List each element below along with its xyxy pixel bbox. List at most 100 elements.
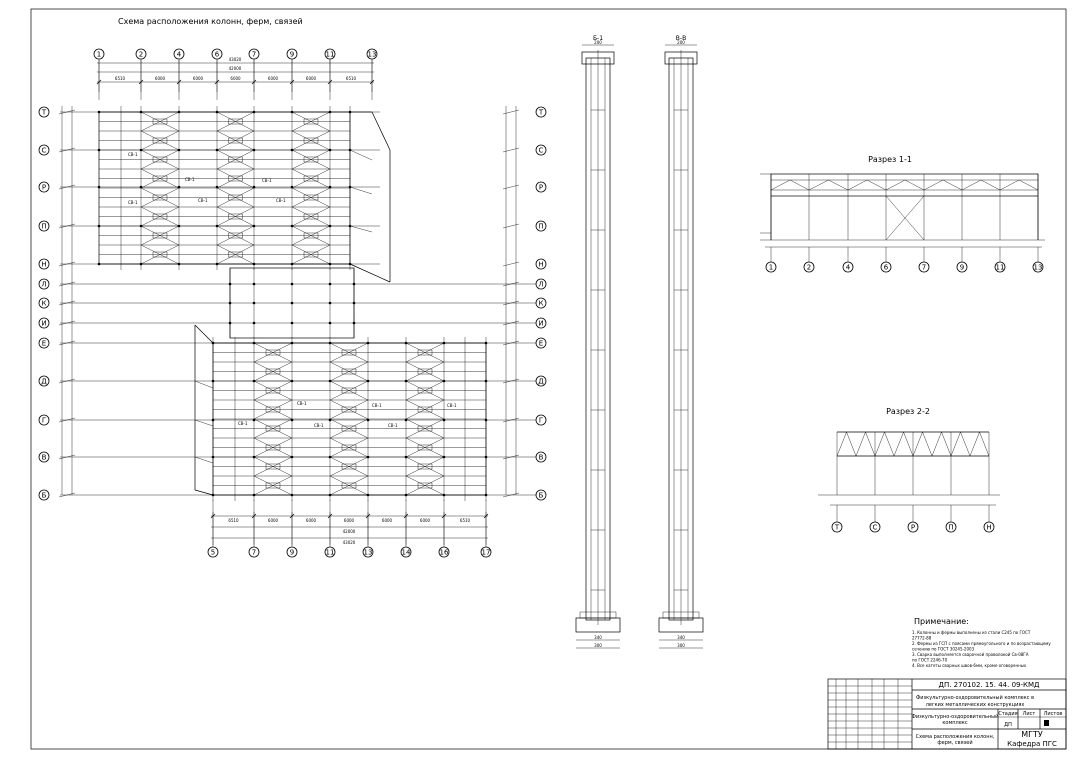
axis-bottom-9-label: 9: [290, 549, 294, 557]
brace-tag: СВ-1: [372, 403, 382, 408]
axis-left-П-label: П: [41, 223, 46, 231]
axis-left-Н: [38, 258, 50, 270]
axis-right-Д: [535, 375, 547, 387]
axis-left-В-label: В: [42, 454, 47, 462]
section-v-title: В-В: [676, 35, 686, 42]
svg-text:6000: 6000: [344, 518, 355, 523]
axis-right-Д-label: Д: [538, 378, 544, 386]
axis-left-И-label: И: [41, 320, 46, 328]
stamp-object-2: комплекс: [942, 720, 967, 726]
svg-text:340: 340: [677, 635, 685, 640]
axis-right-Р-label: Р: [539, 184, 543, 192]
axis-left-Б: [38, 489, 50, 501]
axis-left-Д-label: Д: [41, 378, 47, 386]
stamp-sheets-label: Листов: [1044, 711, 1063, 717]
axis-left-Д: [38, 375, 50, 387]
axis-left-С: [38, 144, 50, 156]
sheet-frame: [30, 8, 1067, 750]
axis-left-В: [38, 451, 50, 463]
notes-title: Примечание:: [914, 617, 969, 626]
sheet-count-box: [1044, 720, 1049, 726]
axis-top-6-label: 6: [215, 51, 220, 59]
axis-right-В: [535, 451, 547, 463]
stamp-stage-label: Стадия: [998, 711, 1017, 717]
axis-left-И: [38, 317, 50, 329]
axis-left-С-label: С: [42, 147, 47, 155]
brace-tag: СВ-1: [185, 177, 195, 182]
axis-bottom-13-label: 13: [364, 549, 373, 557]
brace-tag: СВ-1: [388, 423, 398, 428]
r1-axis-4-label: 4: [846, 264, 851, 272]
stamp-project-1: Физкультурно-оздоровительный комплекс в: [916, 694, 1034, 701]
axis-right-Л-label: Л: [538, 281, 543, 289]
note-line: 3. Сварка выполняется сварочной проволок…: [912, 652, 1029, 657]
r2-axis-П-label: П: [948, 524, 953, 532]
axis-right-Н-label: Н: [538, 261, 543, 269]
axis-right-Р: [535, 181, 547, 193]
note-line: 2. Фермы из ГСП с поясами прямоугольного…: [912, 641, 1051, 646]
plan-middle-grid: [60, 267, 545, 339]
axis-bottom-5-label: 5: [211, 549, 215, 557]
axis-top-7-label: 7: [252, 51, 256, 59]
axis-right-Н: [535, 258, 547, 270]
svg-text:6510: 6510: [228, 518, 239, 523]
razrez2-title: Разрез 2-2: [886, 407, 930, 416]
notes-list: 1. Колонны и фермы выполнены из стали С2…: [912, 630, 1051, 668]
section-b-title: Б-1: [593, 35, 603, 42]
dimension-lines: 6510 6000 6000 6000 6000 6000 6510 43020 42000 65…: [58, 57, 520, 545]
svg-text:340: 340: [594, 635, 602, 640]
axis-bottom-11-label: 11: [326, 549, 335, 557]
plan-title: Схема расположения колонн, ферм, связей: [118, 17, 303, 26]
axis-top-9-label: 9: [290, 51, 294, 59]
r1-axis-11-label: 11: [996, 264, 1005, 272]
note-line: 1. Колонны и фермы выполнены из стали С2…: [912, 630, 1031, 635]
axis-left-Л-label: Л: [41, 281, 46, 289]
r1-axis-7-label: 7: [922, 264, 926, 272]
axis-bottom-14-label: 14: [402, 549, 411, 557]
axis-left-Р: [38, 181, 50, 193]
axis-right-Г-label: Г: [539, 417, 543, 425]
razrez1-title: Разрез 1-1: [868, 155, 912, 164]
stamp-org1: МГТУ: [1021, 730, 1043, 739]
brace-tag: СВ-1: [447, 403, 457, 408]
svg-text:6000: 6000: [193, 76, 204, 81]
axis-top-1-label: 1: [97, 51, 101, 59]
note-line: по ГОСТ 2246-70: [912, 658, 948, 663]
svg-text:6510: 6510: [346, 76, 357, 81]
axis-left-Л: [38, 278, 50, 290]
stamp-stage: ДП: [1004, 722, 1012, 728]
title-block: ДП. 270102. 15. 44. 09-КМД Физкультурно-…: [827, 678, 1067, 750]
axis-left-Р-label: Р: [42, 184, 46, 192]
stamp-sheet-1: Схема расположения колонн,: [916, 734, 995, 740]
axis-bottom-16-label: 16: [440, 549, 449, 557]
brace-tag: СВ-1: [128, 200, 138, 205]
axis-right-Б-label: Б: [539, 492, 544, 500]
axis-left-Т-label: Т: [41, 109, 47, 117]
axis-right-П-label: П: [538, 223, 543, 231]
axis-left-Г-label: Г: [42, 417, 46, 425]
svg-text:200: 200: [677, 40, 685, 45]
axis-top-13-label: 13: [368, 51, 377, 59]
axis-right-Е-label: Е: [539, 340, 543, 348]
svg-text:6000: 6000: [306, 76, 317, 81]
svg-text:6510: 6510: [460, 518, 471, 523]
stamp-project-2: легких металлических конструкциях: [926, 702, 1025, 708]
brace-tag: СВ-1: [238, 421, 248, 426]
svg-text:6000: 6000: [230, 76, 241, 81]
axis-right-С: [535, 144, 547, 156]
axis-right-Т: [535, 106, 547, 118]
svg-text:42000: 42000: [229, 66, 242, 71]
plan-lower-grid: СВ-1СВ-1СВ-1СВ-1СВ-1СВ-1: [60, 324, 545, 501]
axis-right-И-label: И: [538, 320, 543, 328]
axis-right-Л: [535, 278, 547, 290]
svg-text:42000: 42000: [343, 529, 356, 534]
svg-text:300: 300: [677, 643, 685, 648]
axis-right-К-label: К: [539, 300, 544, 308]
brace-tag: СВ-1: [297, 401, 307, 406]
stamp-object-1: Физкультурно-оздоровительный: [912, 713, 999, 720]
svg-text:43020: 43020: [343, 540, 356, 545]
svg-text:6000: 6000: [306, 518, 317, 523]
axis-left-Н-label: Н: [41, 261, 46, 269]
